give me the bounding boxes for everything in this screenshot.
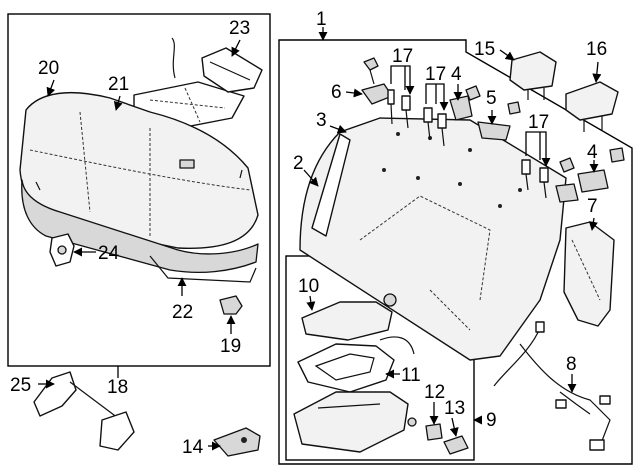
callout-25: 25 <box>10 375 31 396</box>
seat-cushion-frame-illustration <box>21 169 259 283</box>
bracket-14-illustration <box>213 427 261 457</box>
grommet-illustration <box>383 293 397 307</box>
callout-2: 2 <box>293 153 304 174</box>
callout-22: 22 <box>172 302 193 323</box>
bracket-25-illustration <box>33 371 135 451</box>
seat-back-frame-illustration <box>299 117 567 361</box>
callout-10: 10 <box>298 276 319 297</box>
callout-17a: 17 <box>392 46 413 67</box>
callout-3: 3 <box>316 110 327 131</box>
callout-18: 18 <box>107 377 128 398</box>
callout-4b: 4 <box>587 142 598 163</box>
hook-24-illustration <box>49 233 75 267</box>
side-panel-7-illustration <box>563 221 615 327</box>
wire-harness-8-illustration <box>493 321 611 451</box>
callout-14: 14 <box>182 437 204 458</box>
callout-21: 21 <box>108 74 129 95</box>
callout-8: 8 <box>566 354 577 375</box>
leader-lines <box>38 27 602 451</box>
callout-1: 1 <box>316 9 327 30</box>
callout-6: 6 <box>331 82 342 103</box>
callout-7: 7 <box>587 196 598 217</box>
seat-cushion-group-frame <box>7 13 271 367</box>
callout-13: 13 <box>444 398 465 419</box>
callout-20: 20 <box>38 58 59 79</box>
callout-24: 24 <box>98 243 120 264</box>
cap-19-illustration <box>219 295 243 315</box>
callout-17c: 17 <box>528 112 549 133</box>
callout-12: 12 <box>424 382 445 403</box>
seat-back-group-frame <box>278 39 633 465</box>
armrest-cover-10-illustration <box>301 301 393 341</box>
callout-11: 11 <box>401 365 421 386</box>
callout-19: 19 <box>220 336 241 357</box>
callout-17b: 17 <box>425 64 446 85</box>
callout-23: 23 <box>229 18 250 39</box>
armrest-base-illustration <box>293 391 469 455</box>
armrest-tray-11-illustration <box>297 336 415 393</box>
headrest-15-illustration <box>509 51 557 100</box>
callout-4a: 4 <box>451 64 462 85</box>
callout-15: 15 <box>474 39 495 60</box>
callout-16: 16 <box>586 39 607 60</box>
callout-5: 5 <box>486 88 497 109</box>
callout-9: 9 <box>486 410 497 431</box>
